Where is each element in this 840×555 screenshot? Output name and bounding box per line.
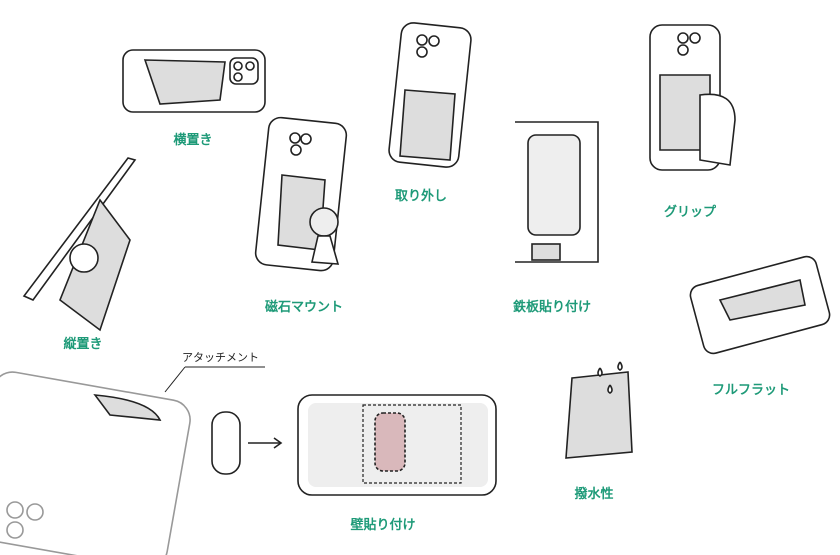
label-water-repellent: 撥水性 (574, 487, 614, 502)
wall-mount-illustration (211, 394, 497, 496)
label-full-flat: フルフラット (711, 383, 791, 398)
label-portrait: 縦置き (63, 337, 103, 352)
landscape-phone-illustration (122, 49, 266, 113)
steel-plate-illustration (515, 121, 599, 263)
grip-illustration (649, 24, 736, 171)
portrait-stand-illustration (22, 157, 137, 332)
removable-illustration (388, 22, 472, 168)
magnet-mount-illustration (254, 116, 348, 272)
label-attachment: アタッチメント (182, 351, 259, 364)
label-wall-mount: 壁貼り付け (350, 518, 416, 533)
label-landscape: 横置き (173, 133, 213, 148)
label-magnet-mount: 磁石マウント (264, 300, 344, 315)
attachment-phone-illustration (0, 366, 265, 555)
label-steel-plate: 鉄板貼り付け (512, 300, 592, 315)
full-flat-illustration (689, 255, 831, 355)
water-repellent-illustration (565, 361, 633, 459)
label-grip: グリップ (663, 205, 717, 220)
label-removable: 取り外し (394, 189, 448, 204)
